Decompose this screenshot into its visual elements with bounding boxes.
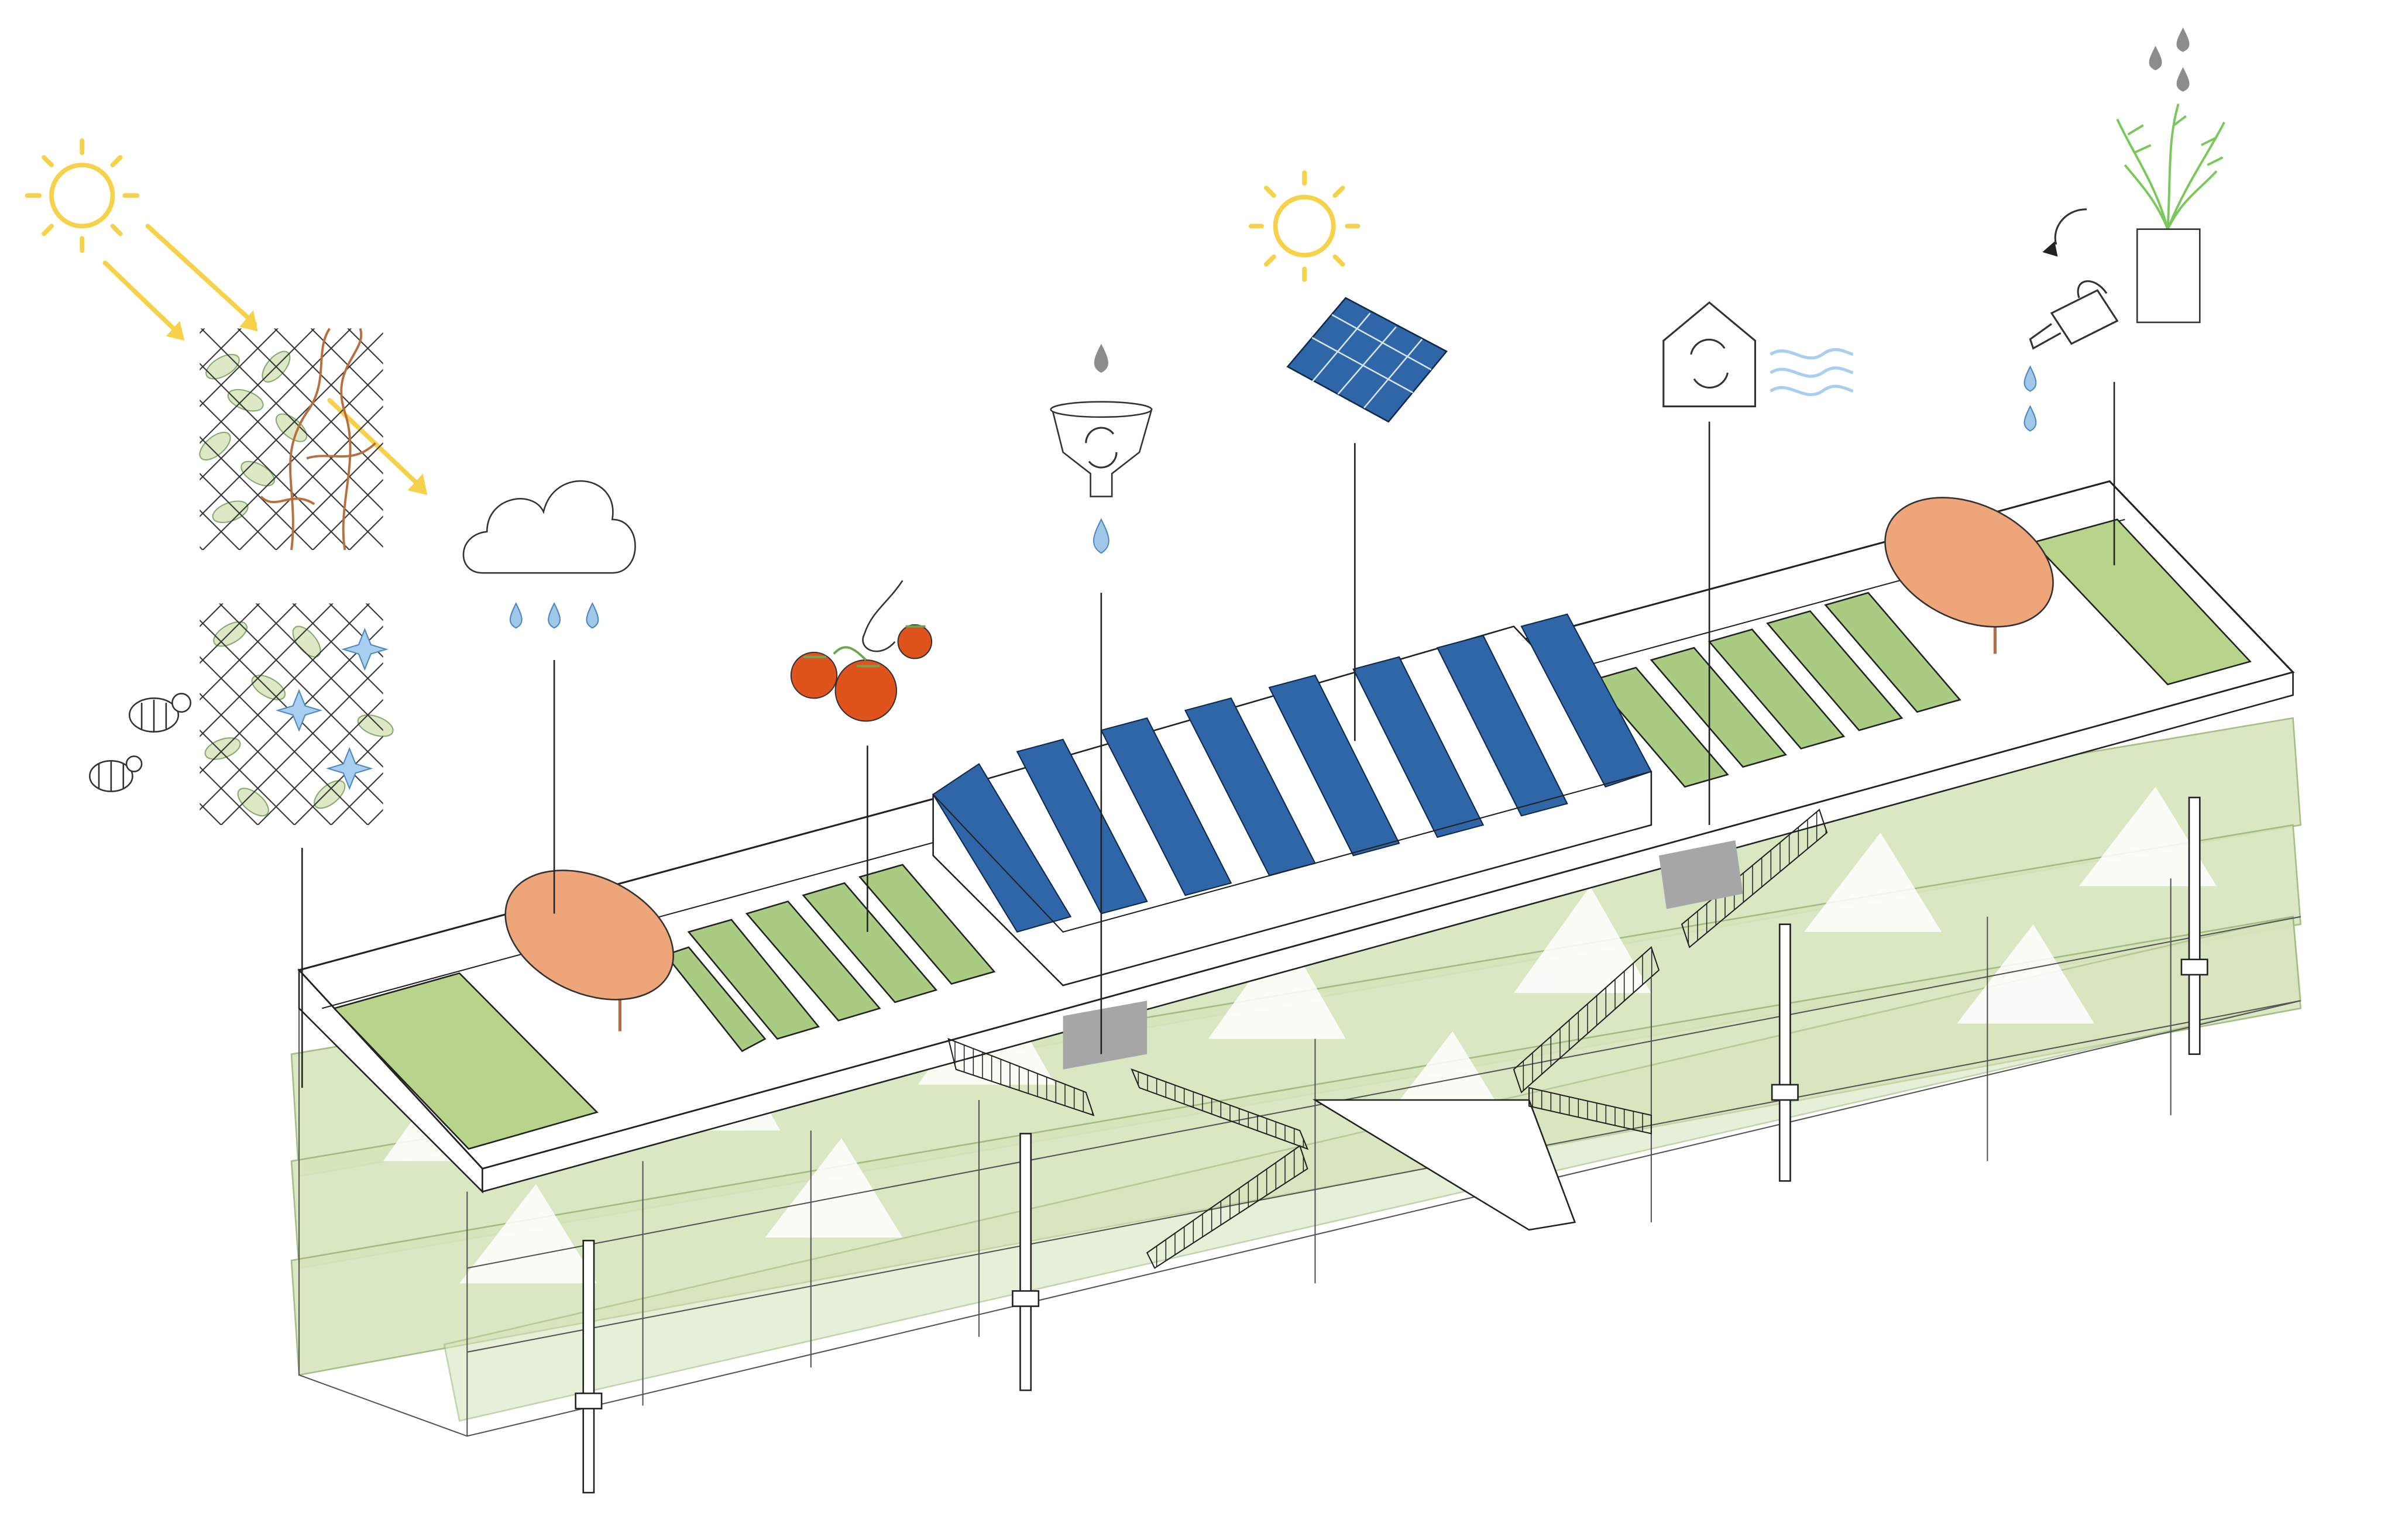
roof-lawn-left bbox=[332, 972, 599, 1150]
solar-panel-icon bbox=[1286, 297, 1448, 423]
void-opening-1 bbox=[1063, 1001, 1148, 1070]
pollinator-facade-icon bbox=[89, 603, 394, 825]
columns bbox=[575, 796, 2208, 1494]
tomato-harvest-icon bbox=[790, 580, 933, 722]
herb-planter-icon bbox=[2116, 28, 2225, 324]
bee-icon bbox=[89, 693, 191, 792]
roof-lawn-right bbox=[2032, 518, 2252, 686]
water-filter-icon bbox=[1050, 343, 1153, 554]
planters-right bbox=[1592, 592, 1961, 788]
void-opening-2 bbox=[1658, 840, 1743, 909]
solar-sawtooth-roof bbox=[932, 613, 1653, 986]
facade-grid bbox=[298, 878, 2301, 1437]
green-facade-icon bbox=[199, 328, 383, 551]
sun-icon-2 bbox=[1248, 170, 1361, 282]
central-fin bbox=[1312, 1099, 1576, 1231]
sun-icon bbox=[25, 138, 428, 495]
umbrella-left bbox=[504, 869, 674, 1032]
wind-icon bbox=[1770, 348, 1854, 396]
building bbox=[290, 480, 2302, 1494]
planters-left bbox=[664, 864, 996, 1053]
watering-can-icon bbox=[2023, 208, 2119, 432]
callout-lines bbox=[301, 381, 2115, 1088]
rain-cloud-icon bbox=[462, 480, 636, 629]
umbrella-right bbox=[1884, 497, 2054, 654]
stairs bbox=[947, 809, 1828, 1269]
ventilation-house-icon bbox=[1662, 301, 1757, 408]
